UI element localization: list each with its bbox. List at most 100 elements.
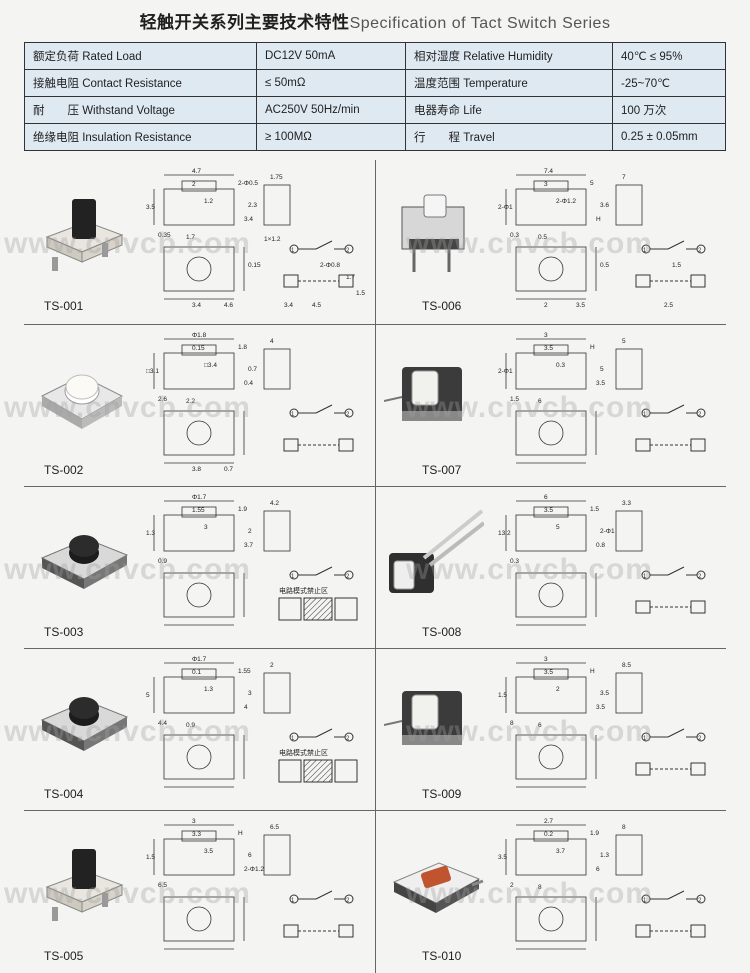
dimension-label: 1.5 (356, 290, 365, 297)
dimension-label: 2-Φ1.2 (556, 198, 576, 205)
dimension-label: H (590, 668, 595, 675)
product-photo (40, 374, 124, 429)
dimension-label: 3.5 (204, 848, 213, 855)
svg-text:1: 1 (643, 574, 647, 580)
dimension-label: 5 (556, 524, 560, 531)
dimension-label: 1.7 (186, 234, 195, 241)
spec-value: 0.25 ± 0.05mm (612, 123, 726, 151)
dimension-label: 0.5 (538, 234, 547, 241)
svg-text:1: 1 (291, 898, 295, 904)
spec-value: ≤ 50mΩ (256, 69, 406, 97)
dimension-label: 8.5 (622, 662, 631, 669)
dimension-label: 5 (590, 180, 594, 187)
svg-text:2: 2 (698, 412, 702, 418)
dimension-label: 2 (248, 528, 252, 535)
svg-text:1: 1 (643, 898, 647, 904)
spec-label: 接触电阻 Contact Resistance (24, 69, 257, 97)
dimension-label: 7.4 (544, 168, 553, 175)
switch-photo (40, 535, 129, 589)
model-label: TS-006 (422, 299, 462, 313)
svg-text:2: 2 (346, 736, 350, 742)
dimension-label: 6.5 (270, 824, 279, 831)
model-label: TS-007 (422, 463, 462, 477)
switch-photo (389, 509, 484, 593)
model-label: TS-001 (44, 299, 84, 313)
dimension-label: 1.2 (204, 198, 213, 205)
product-photo (40, 535, 129, 589)
dimension-label: 2-Φ1.2 (244, 866, 264, 873)
spec-value: DC12V 50mA (256, 42, 406, 70)
switch-photo (40, 697, 129, 751)
dimension-label: 1.3 (204, 686, 213, 693)
switch-photo (392, 862, 484, 913)
row-divider (24, 648, 726, 649)
dimension-label: 13.2 (498, 530, 511, 537)
dimension-label: 2-Φ0.8 (320, 262, 340, 269)
spec-value: 100 万次 (612, 96, 726, 124)
dimension-label: 4 (244, 704, 248, 711)
product-photo (401, 194, 465, 272)
dimension-label: 3.5 (596, 704, 605, 711)
svg-text:2: 2 (698, 736, 702, 742)
dimension-label: 3.5 (544, 507, 553, 514)
product-photo (45, 199, 124, 271)
dimension-label: 2 (544, 302, 548, 309)
dimension-label: 3.8 (192, 466, 201, 473)
spec-table: 额定负荷 Rated Load DC12V 50mA 相对湿度 Relative… (24, 42, 726, 151)
dimension-label: 0.9 (186, 722, 195, 729)
page-title: 轻触开关系列主要技术特性Specification of Tact Switch… (0, 8, 750, 33)
spec-label: 行 程 Travel (405, 123, 613, 151)
dimension-label: 3.7 (556, 848, 565, 855)
spec-label: 耐 压 Withstand Voltage (24, 96, 257, 124)
spec-label: 绝缘电阻 Insulation Resistance (24, 123, 257, 151)
dimension-label: 6 (538, 722, 542, 729)
dimension-label: 1.3 (600, 852, 609, 859)
dimension-label: 3 (204, 524, 208, 531)
dimension-label: H (238, 830, 243, 837)
dimension-label: 1.55 (238, 668, 251, 675)
dimension-label: 6 (596, 866, 600, 873)
svg-text:2: 2 (698, 248, 702, 254)
dimension-label: 6 (544, 494, 548, 501)
dimension-label: 1.7 (346, 274, 355, 281)
svg-text:1: 1 (643, 736, 647, 742)
dimension-label: 4.5 (312, 302, 321, 309)
model-label: TS-003 (44, 625, 84, 639)
dimension-label: 0.4 (244, 380, 253, 387)
switch-photo (45, 849, 124, 921)
spec-row: 接触电阻 Contact Resistance ≤ 50mΩ 温度范围 Temp… (24, 69, 726, 97)
dimension-label: 3.5 (544, 669, 553, 676)
dimension-label: 4.4 (158, 720, 167, 727)
spec-row: 耐 压 Withstand Voltage AC250V 50Hz/min 电器… (24, 96, 726, 124)
dimension-label: 1.5 (672, 262, 681, 269)
spec-row: 额定负荷 Rated Load DC12V 50mA 相对湿度 Relative… (24, 42, 726, 70)
dimension-label: 1.9 (238, 506, 247, 513)
svg-text:1: 1 (291, 412, 295, 418)
svg-text:1: 1 (291, 574, 295, 580)
spec-value: 40℃ ≤ 95% (612, 42, 726, 70)
dimension-label: 6 (248, 852, 252, 859)
dimension-label: 0.9 (158, 558, 167, 565)
model-label: TS-002 (44, 463, 84, 477)
model-label: TS-008 (422, 625, 462, 639)
dimension-label: 7 (622, 174, 626, 181)
dimension-label: 2.2 (186, 398, 195, 405)
dimension-label: 1.75 (270, 174, 283, 181)
dimension-label: 1.5 (510, 396, 519, 403)
dimension-label: 0.35 (158, 232, 171, 239)
dimension-label: 1.8 (238, 344, 247, 351)
product-photo (384, 691, 462, 745)
spec-label: 电器寿命 Life (405, 96, 613, 124)
dimension-label: 0.3 (510, 558, 519, 565)
